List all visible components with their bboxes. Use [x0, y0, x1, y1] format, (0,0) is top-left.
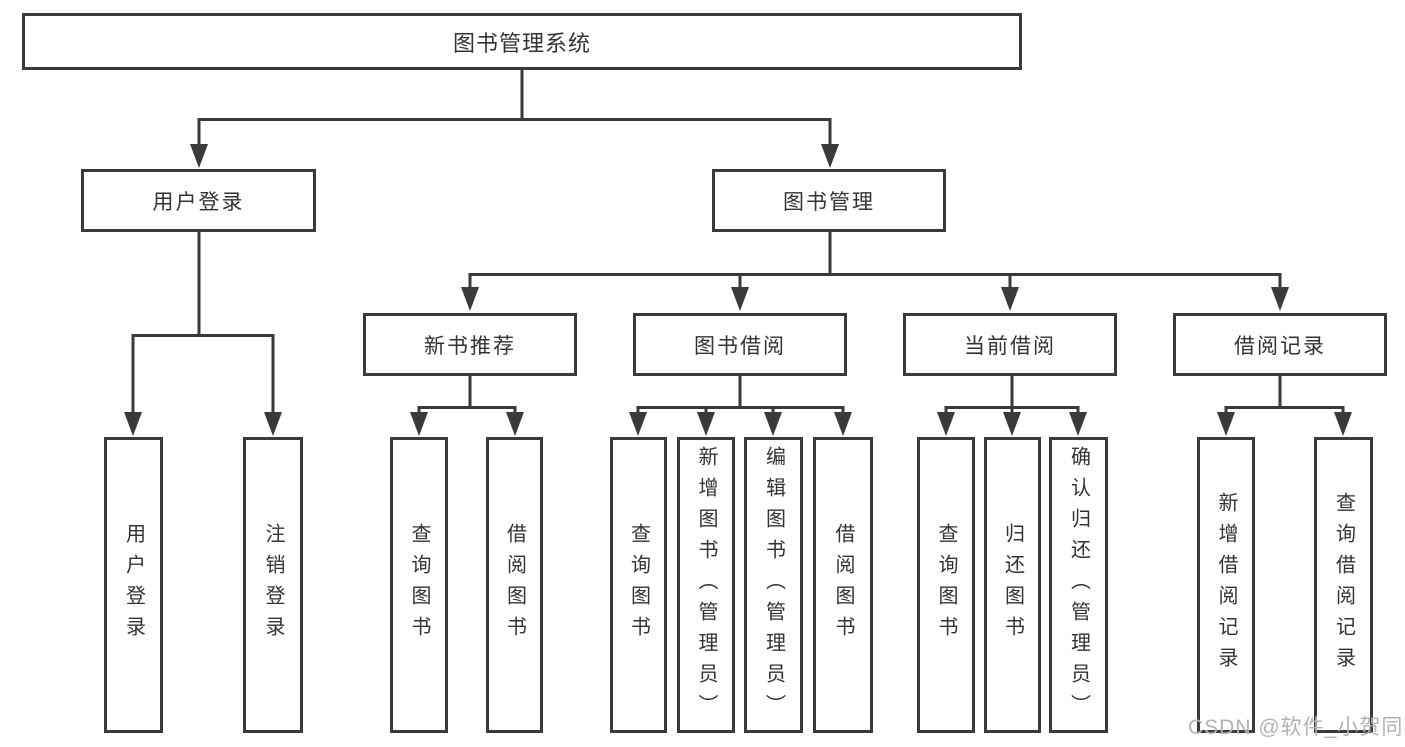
leaf-nbr-query-books: 查询图书: [390, 437, 448, 733]
node-new-book-recommend-label: 新书推荐: [424, 334, 516, 358]
leaf-cb-return-books: 归还图书: [984, 437, 1041, 733]
leaf-br-query-borrow-record: 查询借阅记录: [1314, 437, 1373, 733]
node-library-system-label: 图书管理系统: [452, 30, 591, 56]
leaf-bb-borrow-books-label: 借阅图书: [832, 523, 854, 647]
node-current-borrow-label: 当前借阅: [964, 334, 1056, 358]
leaf-nbr-query-books-label: 查询图书: [408, 523, 430, 647]
node-book-borrow: 图书借阅: [633, 313, 847, 376]
node-borrow-records: 借阅记录: [1173, 313, 1387, 376]
leaf-nbr-borrow-books-label: 借阅图书: [503, 523, 526, 647]
node-book-borrow-label: 图书借阅: [694, 334, 786, 358]
leaf-logout: 注销登录: [243, 437, 303, 733]
node-library-system: 图书管理系统: [22, 13, 1022, 70]
leaf-bb-add-books-admin-label: 新增图书（管理员）: [695, 445, 717, 725]
leaf-user-login: 用户登录: [104, 437, 163, 733]
node-current-borrow: 当前借阅: [903, 313, 1117, 376]
leaf-nbr-borrow-books: 借阅图书: [486, 437, 543, 733]
leaf-user-login-label: 用户登录: [122, 523, 145, 647]
leaf-bb-query-books: 查询图书: [610, 437, 667, 733]
node-borrow-records-label: 借阅记录: [1234, 334, 1326, 358]
leaf-cb-query-books-label: 查询图书: [935, 523, 957, 647]
leaf-bb-edit-books-admin: 编辑图书（管理员）: [744, 437, 803, 733]
leaf-cb-confirm-return-admin-label: 确认归还（管理员）: [1067, 445, 1090, 725]
leaf-br-add-borrow-record: 新增借阅记录: [1197, 437, 1255, 733]
watermark: CSDN @软件_小贺同学: [1188, 716, 1405, 739]
leaf-cb-query-books: 查询图书: [917, 437, 975, 733]
leaf-bb-borrow-books: 借阅图书: [813, 437, 873, 733]
leaf-cb-return-books-label: 归还图书: [1001, 523, 1024, 647]
node-new-book-recommend: 新书推荐: [363, 313, 577, 376]
node-book-management-label: 图书管理: [783, 190, 875, 214]
leaf-bb-edit-books-admin-label: 编辑图书（管理员）: [762, 445, 785, 725]
leaf-br-query-borrow-record-label: 查询借阅记录: [1332, 492, 1355, 678]
leaf-bb-add-books-admin: 新增图书（管理员）: [677, 437, 735, 733]
leaf-br-add-borrow-record-label: 新增借阅记录: [1215, 492, 1237, 678]
leaf-cb-confirm-return-admin: 确认归还（管理员）: [1049, 437, 1108, 733]
node-user-login-label: 用户登录: [152, 190, 245, 214]
node-book-management: 图书管理: [712, 169, 946, 232]
leaf-logout-label: 注销登录: [262, 523, 284, 647]
node-user-login: 用户登录: [81, 169, 316, 232]
leaf-bb-query-books-label: 查询图书: [627, 523, 650, 647]
